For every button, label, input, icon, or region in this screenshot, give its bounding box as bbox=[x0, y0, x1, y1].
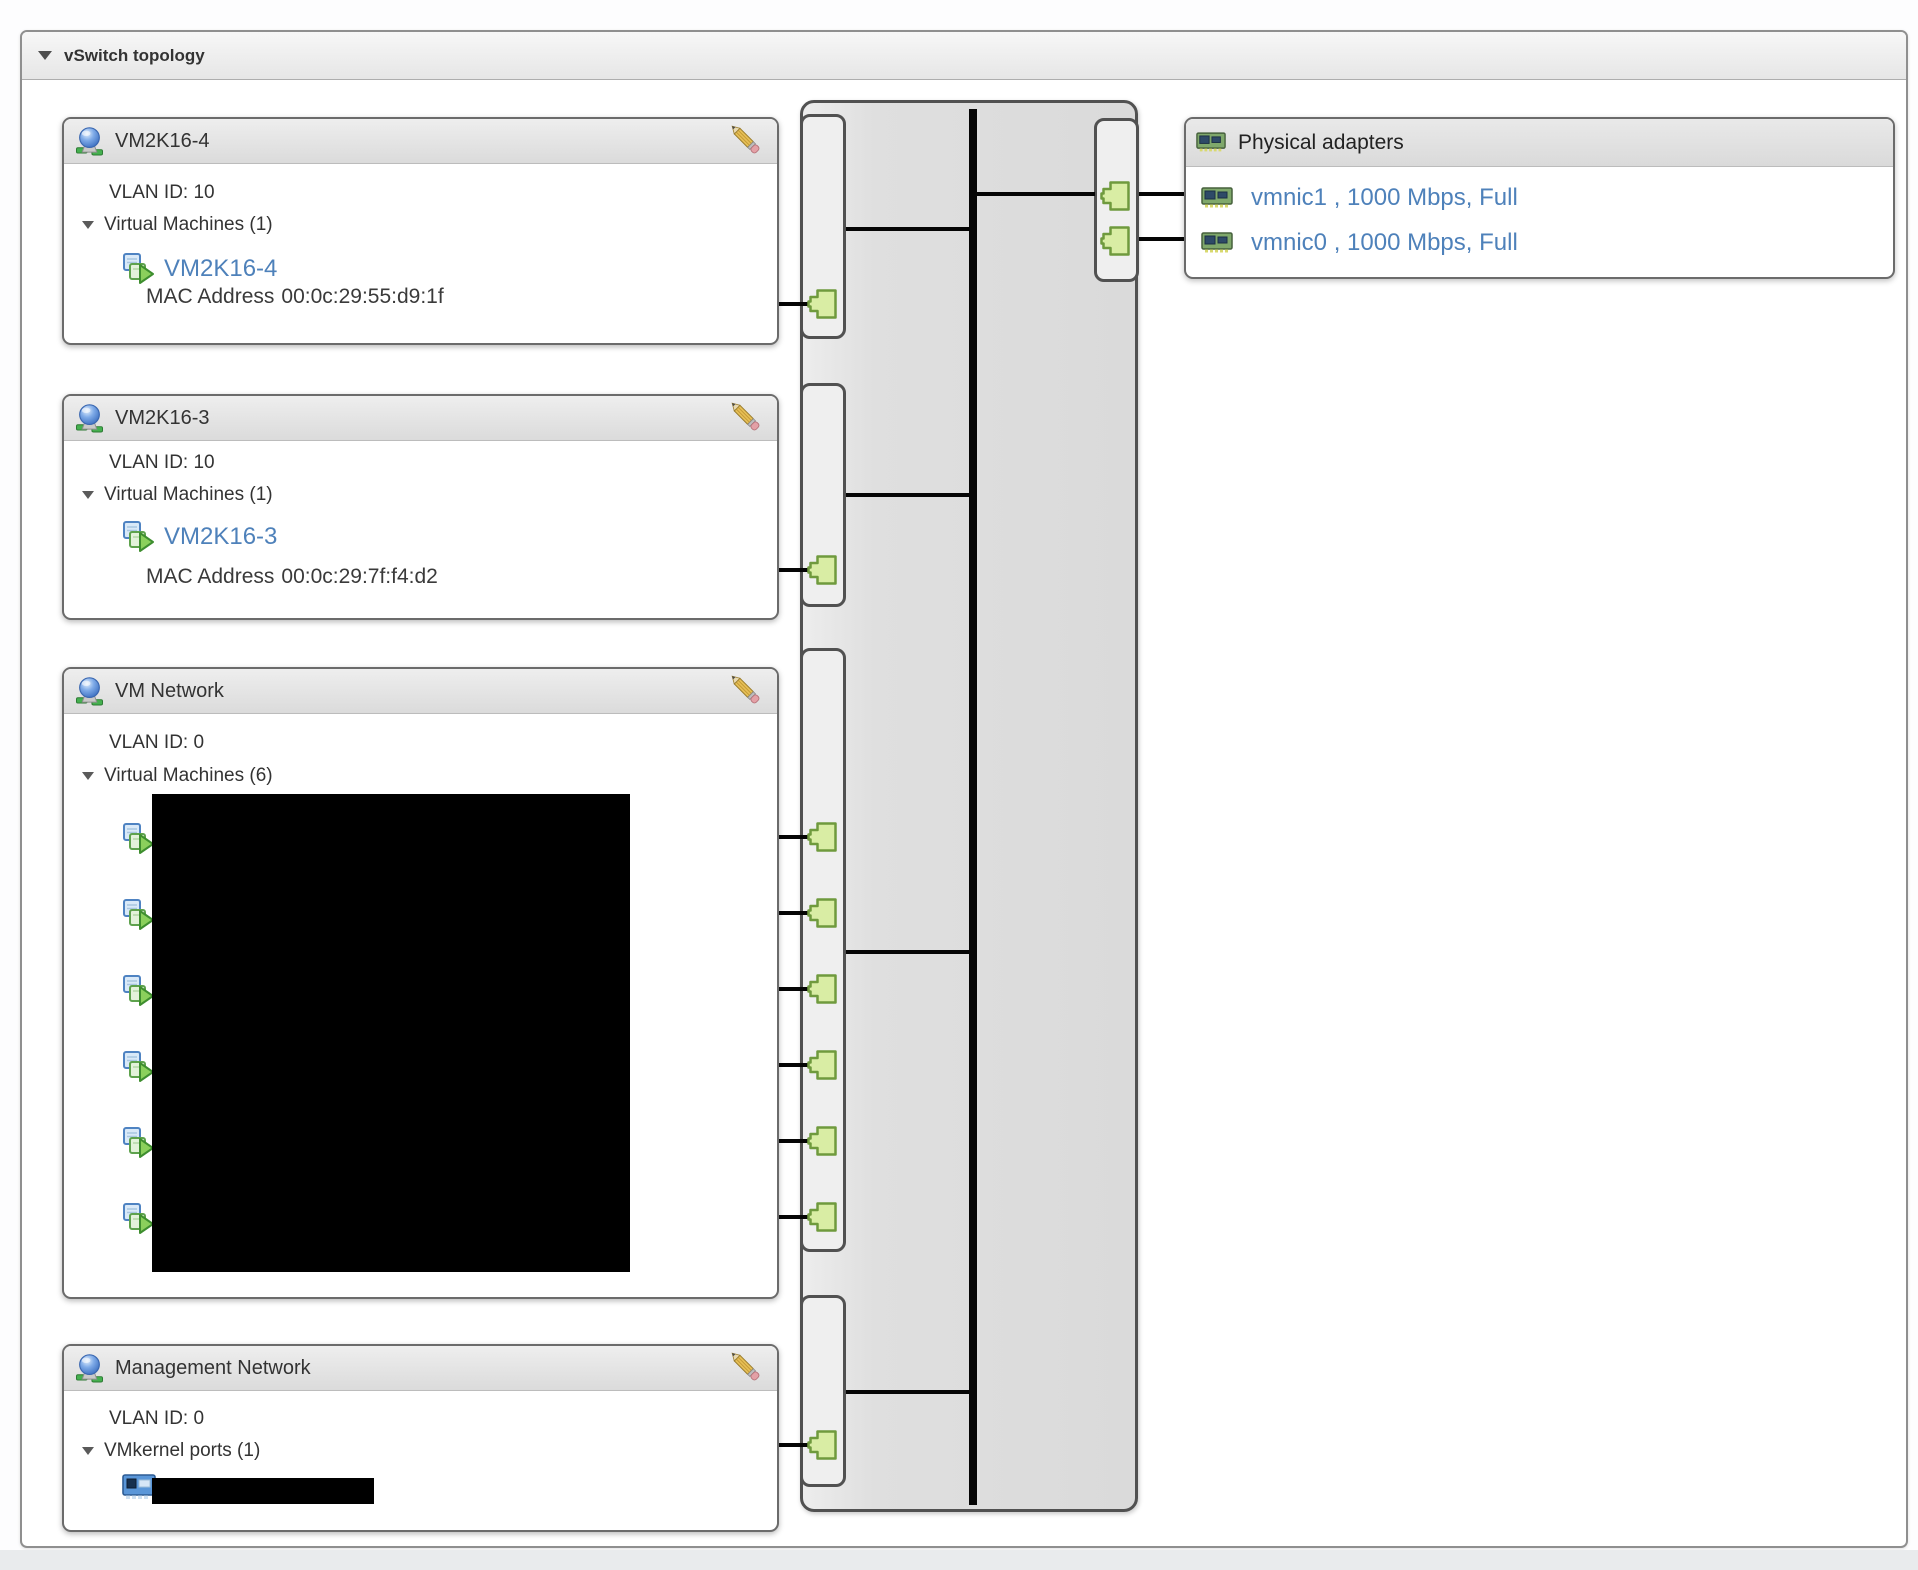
portgroup-card: Management Network VLAN ID: 0 bbox=[62, 1344, 779, 1532]
network-portgroup-icon bbox=[76, 676, 103, 705]
port-icon bbox=[806, 554, 838, 586]
expand-triangle-icon[interactable] bbox=[82, 221, 94, 229]
uplink-port-icon bbox=[1099, 180, 1131, 212]
trunk-line bbox=[846, 493, 970, 497]
connection-line bbox=[759, 1139, 808, 1143]
uplink-trunk-line bbox=[977, 192, 1095, 196]
network-portgroup-icon bbox=[76, 403, 103, 432]
uplink-port-icon bbox=[1099, 225, 1131, 257]
vlan-id-label: VLAN ID: 0 bbox=[109, 732, 205, 753]
physical-adapters-title: Physical adapters bbox=[1238, 130, 1404, 154]
port-icon bbox=[806, 1201, 838, 1233]
connection-line bbox=[759, 302, 808, 306]
physical-nic-icon bbox=[1201, 187, 1233, 209]
vm-icon bbox=[122, 1202, 156, 1236]
vmkernel-ports-label: VMkernel ports (1) bbox=[104, 1440, 261, 1461]
trunk-line bbox=[846, 227, 970, 231]
portgroup-title: VM2K16-4 bbox=[115, 129, 210, 152]
redaction-overlay bbox=[152, 794, 630, 1272]
portgroup-card: VM2K16-3 VLAN ID: 10 Vi bbox=[62, 394, 779, 620]
vlan-id-label: VLAN ID: 0 bbox=[109, 1408, 205, 1429]
portgroup-title: VM2K16-3 bbox=[115, 406, 210, 429]
connection-line bbox=[759, 1063, 808, 1067]
mac-address-label: MAC Address bbox=[146, 285, 275, 308]
connection-line bbox=[759, 1443, 808, 1447]
vm-icon bbox=[122, 1050, 156, 1084]
port-icon bbox=[806, 821, 838, 853]
edit-pencil-icon[interactable] bbox=[729, 123, 765, 159]
virtual-machines-group: Virtual Machines (1) bbox=[82, 480, 273, 510]
portgroup-title: Management Network bbox=[115, 1356, 311, 1379]
virtual-machines-label: Virtual Machines (1) bbox=[104, 484, 273, 505]
expand-triangle-icon[interactable] bbox=[82, 1447, 94, 1455]
network-portgroup-icon bbox=[76, 1353, 103, 1382]
vswitch-topology-panel: vSwitch topology VM2K16-4 bbox=[20, 30, 1908, 1548]
physical-adapters-header: Physical adapters bbox=[1186, 119, 1893, 167]
uplink-line bbox=[1139, 192, 1185, 196]
physical-adapters-box: Physical adapters vmnic1 , 1000 Mbps, Fu… bbox=[1184, 117, 1895, 279]
vm-icon bbox=[122, 1126, 156, 1160]
expand-triangle-icon[interactable] bbox=[82, 772, 94, 780]
vmkernel-port-icon bbox=[122, 1474, 156, 1500]
trunk-line bbox=[846, 950, 970, 954]
vmnic-link[interactable]: vmnic1 , 1000 Mbps, Full bbox=[1251, 184, 1518, 211]
vmnic-link[interactable]: vmnic0 , 1000 Mbps, Full bbox=[1251, 229, 1518, 256]
port-container bbox=[800, 648, 846, 1252]
vlan-id-label: VLAN ID: 10 bbox=[109, 182, 215, 203]
mac-address-value: 00:0c:29:55:d9:1f bbox=[281, 285, 444, 308]
vm-icon bbox=[122, 822, 156, 856]
panel-title: vSwitch topology bbox=[64, 45, 205, 65]
trunk-line bbox=[846, 1390, 970, 1394]
connection-line bbox=[759, 987, 808, 991]
portgroup-card: VM Network VLAN ID: 0 V bbox=[62, 667, 779, 1299]
vm-icon bbox=[122, 974, 156, 1008]
vm-mac-address: MAC Address 00:0c:29:55:d9:1f bbox=[146, 282, 444, 312]
collapse-triangle-icon[interactable] bbox=[38, 51, 52, 60]
port-icon bbox=[806, 973, 838, 1005]
vswitch-spine bbox=[969, 109, 977, 1505]
portgroup-title: VM Network bbox=[115, 679, 224, 702]
virtual-machines-label: Virtual Machines (1) bbox=[104, 214, 273, 235]
portgroup-card: VM2K16-4 VLAN ID: 10 Vi bbox=[62, 117, 779, 345]
portgroup-card-header: VM Network bbox=[64, 669, 777, 714]
vm-icon bbox=[122, 252, 156, 286]
mac-address-value: 00:0c:29:7f:f4:d2 bbox=[281, 565, 438, 588]
port-icon bbox=[806, 288, 838, 320]
virtual-machines-label: Virtual Machines (6) bbox=[104, 765, 273, 786]
portgroup-card-header: VM2K16-4 bbox=[64, 119, 777, 164]
portgroup-card-header: Management Network bbox=[64, 1346, 777, 1391]
vlan-id-label: VLAN ID: 10 bbox=[109, 452, 215, 473]
vm-name-link[interactable]: VM2K16-4 bbox=[164, 255, 278, 282]
connection-line bbox=[759, 1215, 808, 1219]
mac-address-label: MAC Address bbox=[146, 565, 275, 588]
physical-nic-icon bbox=[1201, 232, 1233, 254]
virtual-machines-group: Virtual Machines (1) bbox=[82, 210, 273, 240]
network-portgroup-icon bbox=[76, 126, 103, 155]
port-icon bbox=[806, 1429, 838, 1461]
edit-pencil-icon[interactable] bbox=[729, 1350, 765, 1386]
vm-mac-address: MAC Address 00:0c:29:7f:f4:d2 bbox=[146, 562, 438, 592]
portgroup-card-header: VM2K16-3 bbox=[64, 396, 777, 441]
vmkernel-ports-group: VMkernel ports (1) bbox=[82, 1436, 260, 1466]
expand-triangle-icon[interactable] bbox=[82, 491, 94, 499]
panel-header: vSwitch topology bbox=[22, 32, 1906, 80]
port-icon bbox=[806, 1049, 838, 1081]
virtual-machines-group: Virtual Machines (6) bbox=[82, 761, 273, 791]
physical-nic-icon bbox=[1196, 132, 1226, 152]
connection-line bbox=[759, 911, 808, 915]
vm-icon bbox=[122, 520, 156, 554]
connection-line bbox=[759, 568, 808, 572]
vm-icon bbox=[122, 898, 156, 932]
uplink-line bbox=[1139, 237, 1185, 241]
connection-line bbox=[759, 835, 808, 839]
redaction-overlay bbox=[152, 1478, 374, 1504]
page-background-strip bbox=[0, 1550, 1918, 1570]
port-icon bbox=[806, 897, 838, 929]
vm-name-link[interactable]: VM2K16-3 bbox=[164, 523, 278, 550]
edit-pencil-icon[interactable] bbox=[729, 673, 765, 709]
edit-pencil-icon[interactable] bbox=[729, 400, 765, 436]
port-icon bbox=[806, 1125, 838, 1157]
